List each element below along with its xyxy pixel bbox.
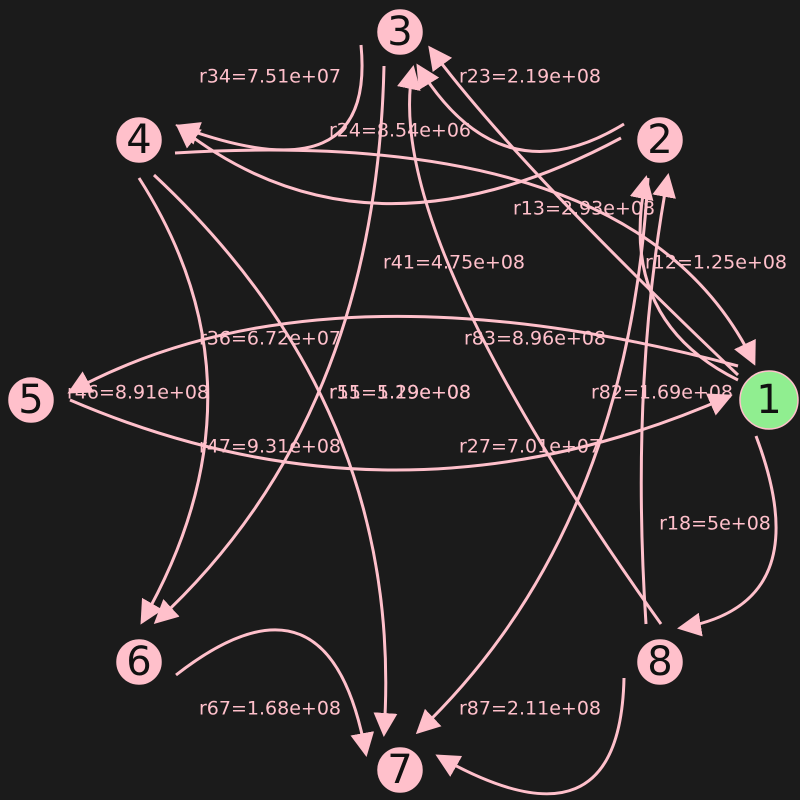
node-8: 8 <box>637 639 683 685</box>
edge-label-4-6: r46=8.91e+08 <box>67 382 209 404</box>
node-label-5: 5 <box>18 377 43 423</box>
node-5: 5 <box>8 377 54 423</box>
edge-1-to-2 <box>629 175 739 382</box>
node-label-4: 4 <box>126 117 151 163</box>
node-label-3: 3 <box>387 9 412 55</box>
node-circle-1 <box>739 370 799 430</box>
edge-labels-layer: r12=1.25e+08 r13=2.93e+08 r15=1.29e+08 r18=… <box>67 66 787 720</box>
node-circle-2 <box>637 117 683 163</box>
edge-8-to-3 <box>397 65 663 625</box>
edge-label-2-7: r27=7.01e+07 <box>459 436 601 458</box>
edge-4-to-6 <box>137 177 210 625</box>
node-circle-4 <box>116 117 162 163</box>
edge-label-1-2: r12=1.25e+08 <box>645 252 787 274</box>
node-4: 4 <box>116 117 162 163</box>
edge-2-to-3 <box>416 63 625 153</box>
edge-3-to-4 <box>175 44 364 152</box>
edge-label-8-3: r83=8.96e+08 <box>464 328 606 350</box>
node-3: 3 <box>377 9 423 55</box>
edge-5-to-1 <box>69 393 733 472</box>
edge-label-2-4: r24=8.54e+06 <box>329 120 471 142</box>
edge-label-4-7: r47=9.31e+08 <box>199 436 341 458</box>
edge-3-to-6 <box>153 65 386 625</box>
edges-layer <box>67 44 778 796</box>
node-label-1: 1 <box>756 377 781 423</box>
edge-label-1-3: r13=2.93e+08 <box>513 198 655 220</box>
node-7: 7 <box>377 747 423 793</box>
edge-label-3-4: r34=7.51e+07 <box>199 66 341 88</box>
edge-label-1-5: r15=1.29e+08 <box>329 382 471 404</box>
node-label-8: 8 <box>647 639 672 685</box>
edge-label-8-7: r87=2.11e+08 <box>459 698 601 720</box>
node-2: 2 <box>637 117 683 163</box>
edge-2-to-4 <box>175 124 622 206</box>
nodes-layer: 1 2 3 4 5 6 7 8 <box>8 9 799 793</box>
edge-6-to-7 <box>175 628 375 757</box>
edge-4-to-1 <box>174 148 756 366</box>
edge-1-to-5 <box>67 314 739 394</box>
edge-2-to-7 <box>415 177 650 735</box>
node-circle-3 <box>377 9 423 55</box>
edge-label-3-6: r36=6.72e+07 <box>199 328 341 350</box>
node-label-6: 6 <box>126 639 151 685</box>
edge-label-8-2: r82=1.69e+08 <box>591 382 733 404</box>
node-label-7: 7 <box>387 747 412 793</box>
edge-1-to-3 <box>428 45 740 377</box>
edge-label-5-1: r51=5.19e+08 <box>329 382 471 404</box>
edge-4-to-7 <box>152 173 398 737</box>
edge-label-2-3: r23=2.19e+08 <box>459 66 601 88</box>
node-circle-7 <box>377 747 423 793</box>
edge-8-to-7 <box>435 677 626 796</box>
edge-label-1-8: r18=5e+08 <box>659 513 771 535</box>
node-label-2: 2 <box>647 117 672 163</box>
edge-label-4-1: r41=4.75e+08 <box>383 252 525 274</box>
node-1: 1 <box>739 370 799 430</box>
node-circle-5 <box>8 377 54 423</box>
node-circle-6 <box>116 639 162 685</box>
node-circle-8 <box>637 639 683 685</box>
node-6: 6 <box>116 639 162 685</box>
edge-1-to-8 <box>677 435 778 637</box>
edge-8-to-2 <box>639 173 676 625</box>
edge-label-6-7: r67=1.68e+08 <box>199 698 341 720</box>
